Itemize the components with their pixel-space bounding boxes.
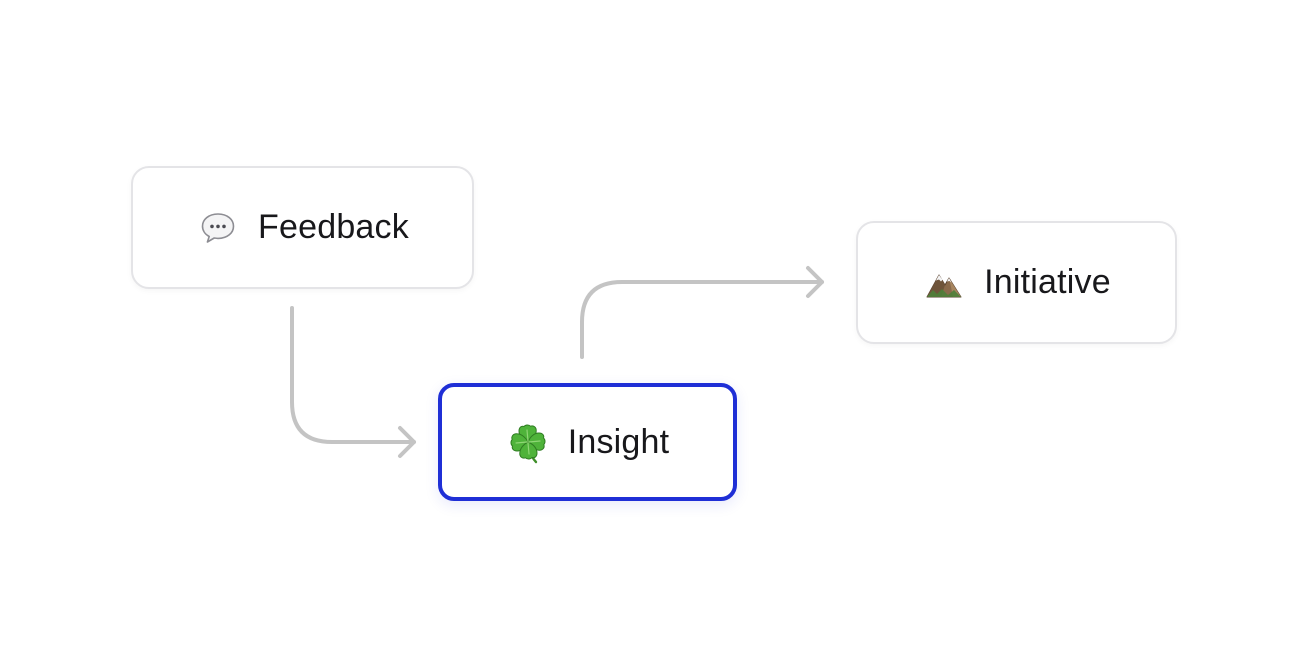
edge-feedback-to-insight-arrowhead <box>398 426 416 458</box>
insight-node[interactable]: Insight <box>438 383 737 501</box>
mountain-icon <box>922 261 966 305</box>
feedback-node[interactable]: Feedback <box>131 166 474 289</box>
initiative-node-label: Initiative <box>984 263 1111 301</box>
edge-feedback-to-insight <box>290 306 416 444</box>
feedback-node-label: Feedback <box>258 208 409 246</box>
edge-insight-to-initiative <box>580 280 824 359</box>
initiative-node[interactable]: Initiative <box>856 221 1177 344</box>
edge-insight-to-initiative-arrowhead <box>806 266 824 298</box>
four-leaf-clover-icon <box>506 420 550 464</box>
speech-bubble-icon <box>196 206 240 250</box>
insight-node-label: Insight <box>567 422 670 461</box>
